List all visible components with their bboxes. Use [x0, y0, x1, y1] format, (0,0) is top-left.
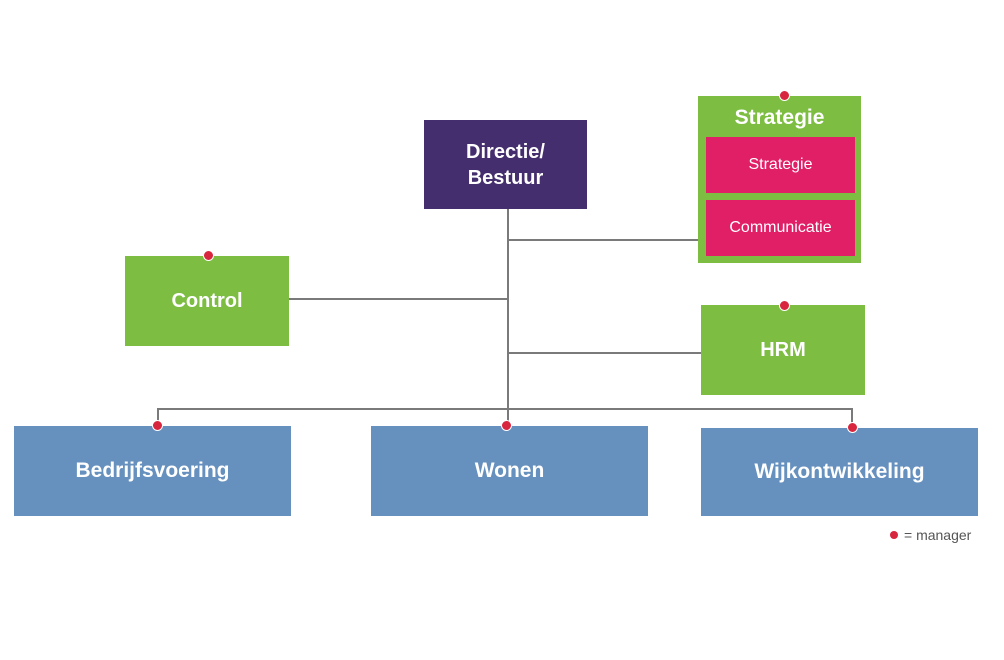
wonen-box: Wonen — [371, 426, 648, 516]
directie-label-line2: Bestuur — [467, 166, 544, 189]
connector-bedrijfsvoering — [157, 408, 159, 426]
manager-dot-icon — [779, 90, 790, 101]
bedrijfsvoering-box: Bedrijfsvoering — [14, 426, 291, 516]
connector-trunk — [507, 209, 509, 427]
directie-box: Directie/ Bestuur — [424, 120, 587, 209]
hrm-box: HRM — [701, 305, 865, 395]
connector-hrm — [508, 352, 701, 354]
communicatie-sub-box: Communicatie — [706, 200, 855, 256]
legend-label: = manager — [904, 527, 972, 543]
connector-departments-bar — [157, 408, 853, 410]
manager-dot-icon — [779, 300, 790, 311]
strategie-group-title: Strategie — [734, 106, 825, 129]
wonen-label: Wonen — [474, 459, 545, 483]
wijkontwikkeling-box: Wijkontwikkeling — [701, 428, 978, 516]
manager-dot-icon — [847, 422, 858, 433]
legend: = manager — [890, 527, 971, 543]
directie-label-line1: Directie/ — [466, 140, 545, 163]
connector-strategie — [508, 239, 698, 241]
manager-dot-icon — [152, 420, 163, 431]
strategie-sub-box: Strategie — [706, 137, 855, 193]
wijkontwikkeling-label: Wijkontwikkeling — [754, 460, 925, 484]
manager-dot-icon — [203, 250, 214, 261]
bedrijfsvoering-label: Bedrijfsvoering — [75, 459, 230, 483]
connector-wijkontwikkeling — [851, 408, 853, 428]
hrm-label: HRM — [760, 339, 806, 361]
control-label: Control — [171, 290, 243, 312]
control-box: Control — [125, 256, 289, 346]
manager-dot-icon — [890, 531, 898, 539]
manager-dot-icon — [501, 420, 512, 431]
connector-control — [289, 298, 508, 300]
